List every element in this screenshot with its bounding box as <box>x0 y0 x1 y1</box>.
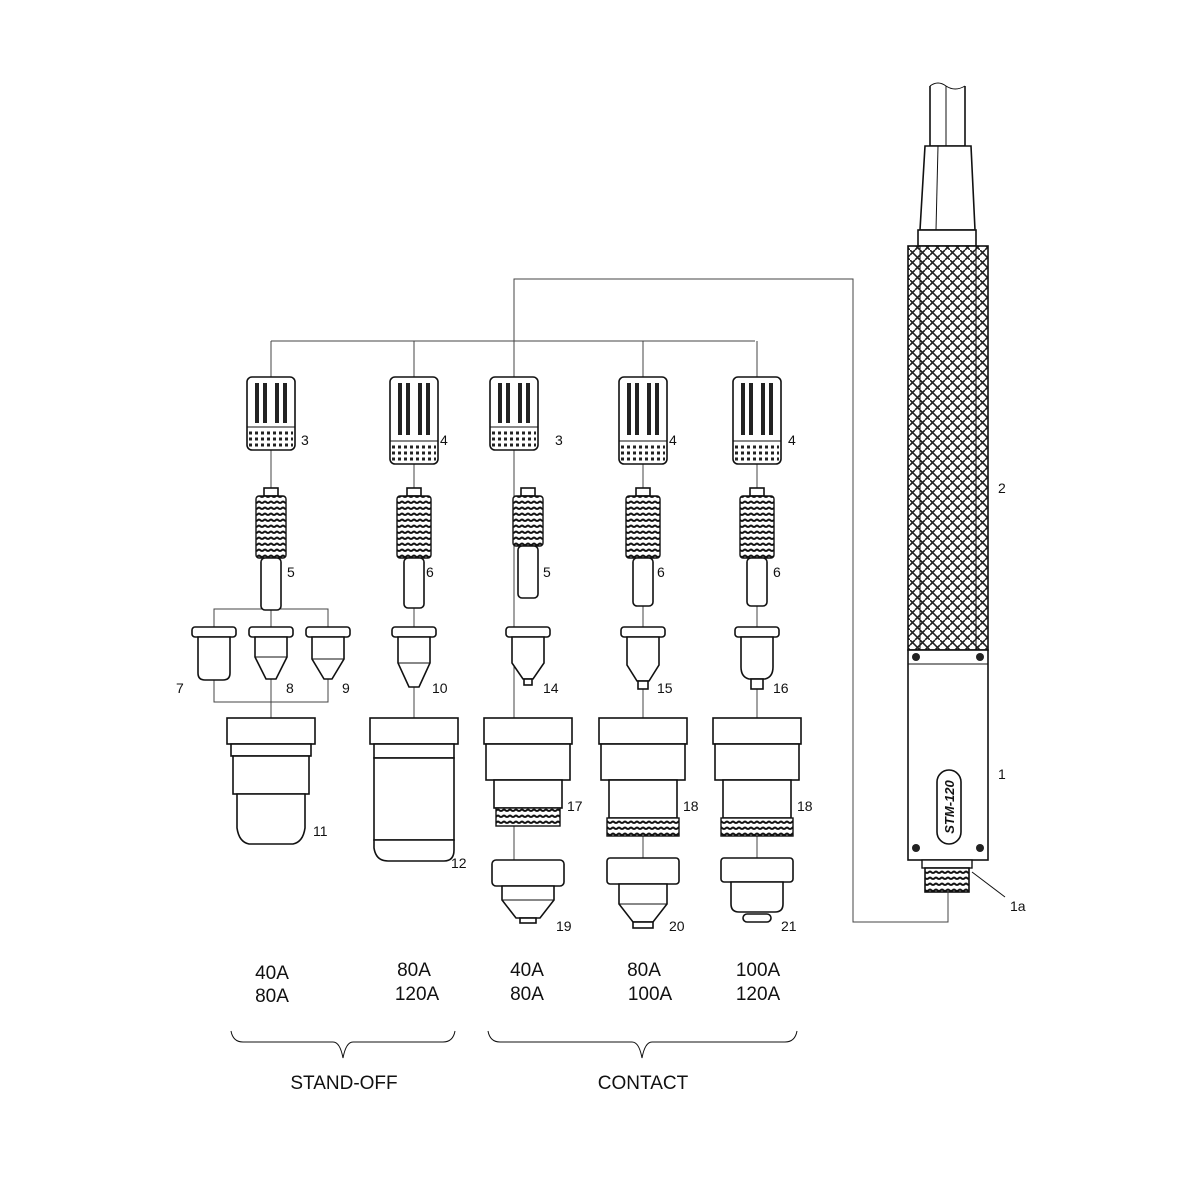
torch-assembly: STM-120 1 1a 2 <box>907 82 1026 914</box>
nozzle-cups <box>226 717 802 862</box>
shield <box>491 859 565 924</box>
torch-handle <box>907 245 989 651</box>
electrode-label: 6 <box>657 564 665 580</box>
shield <box>720 857 794 923</box>
amp-label: 100A <box>628 984 673 1005</box>
retaining-cap <box>246 376 296 451</box>
amp-label: 120A <box>395 984 440 1005</box>
retaining-caps <box>246 376 782 465</box>
electrode <box>512 487 544 599</box>
nozzle-cup <box>369 717 459 862</box>
torch-connector-label: 1a <box>1010 898 1026 914</box>
tip-label: 14 <box>543 680 559 696</box>
electrode <box>739 487 775 607</box>
nozzle-cup <box>483 717 573 827</box>
torch-body-label: 1 <box>998 766 1006 782</box>
tip-label: 10 <box>432 680 448 696</box>
cup-label: 18 <box>683 798 699 814</box>
electrode-label: 5 <box>543 564 551 580</box>
standoff-label: STAND-OFF <box>290 1073 397 1094</box>
brand-badge <box>936 769 962 845</box>
torch-handle-label: 2 <box>998 480 1006 496</box>
electrodes <box>255 487 775 611</box>
cap-label: 4 <box>440 432 448 448</box>
cup-label: 17 <box>567 798 583 814</box>
leader-line <box>971 871 1006 898</box>
torch-cable <box>929 86 966 147</box>
shield <box>606 857 680 929</box>
tip-label: 16 <box>773 680 789 696</box>
amp-label: 80A <box>510 984 544 1005</box>
torch-strain-relief <box>919 145 976 231</box>
tip-label: 8 <box>286 680 294 696</box>
shield-label: 21 <box>781 918 797 934</box>
tip <box>248 626 294 680</box>
torch-connector <box>924 867 970 893</box>
tip-label: 7 <box>176 680 184 696</box>
cap-label: 3 <box>555 432 563 448</box>
cup-label: 12 <box>451 855 467 871</box>
shield-label: 20 <box>669 918 685 934</box>
tip <box>620 626 666 690</box>
screw-icon <box>976 844 984 852</box>
screw-icon <box>912 844 920 852</box>
nozzle-cup <box>226 717 316 845</box>
cup-label: 11 <box>313 823 328 839</box>
part-labels: 3 4 3 4 4 5 6 5 6 6 7 8 9 10 14 15 16 11… <box>176 432 813 934</box>
amp-label: 80A <box>255 986 289 1007</box>
tip <box>734 626 780 690</box>
amp-label: 40A <box>510 960 544 981</box>
cap-label: 4 <box>788 432 796 448</box>
contact-label: CONTACT <box>598 1073 689 1094</box>
electrode <box>255 487 287 611</box>
standoff-brace <box>230 1030 456 1059</box>
nozzle-cup <box>598 717 688 837</box>
amp-label: 80A <box>627 960 661 981</box>
retaining-cap <box>389 376 439 465</box>
screw-icon <box>976 653 984 661</box>
tip-label: 15 <box>657 680 673 696</box>
electrode-label: 5 <box>287 564 295 580</box>
electrode <box>625 487 661 607</box>
main-connection-line <box>513 278 949 923</box>
amp-label: 100A <box>736 960 781 981</box>
screw-icon <box>912 653 920 661</box>
shield-label: 19 <box>556 918 572 934</box>
electrode-label: 6 <box>773 564 781 580</box>
retaining-cap <box>732 376 782 465</box>
cap-label: 3 <box>301 432 309 448</box>
amp-label: 120A <box>736 984 781 1005</box>
tip <box>505 626 551 686</box>
cup-label: 18 <box>797 798 813 814</box>
contact-brace <box>487 1030 798 1059</box>
retaining-cap <box>618 376 668 465</box>
nozzle-cup <box>712 717 802 837</box>
shields <box>491 857 794 929</box>
group-braces: STAND-OFF CONTACT <box>230 1030 798 1094</box>
tip-label: 9 <box>342 680 350 696</box>
amperage-labels: 40A 80A 80A 120A 40A 80A 80A 100A 100A 1… <box>255 960 780 1007</box>
tips <box>191 626 780 690</box>
retaining-cap <box>489 376 539 451</box>
amp-label: 40A <box>255 963 289 984</box>
tip <box>305 626 351 680</box>
electrode <box>396 487 432 609</box>
cap-label: 4 <box>669 432 677 448</box>
brand-name: STM-120 <box>942 780 957 834</box>
electrode-label: 6 <box>426 564 434 580</box>
tip <box>391 626 437 688</box>
amp-label: 80A <box>397 960 431 981</box>
tip <box>191 626 237 681</box>
